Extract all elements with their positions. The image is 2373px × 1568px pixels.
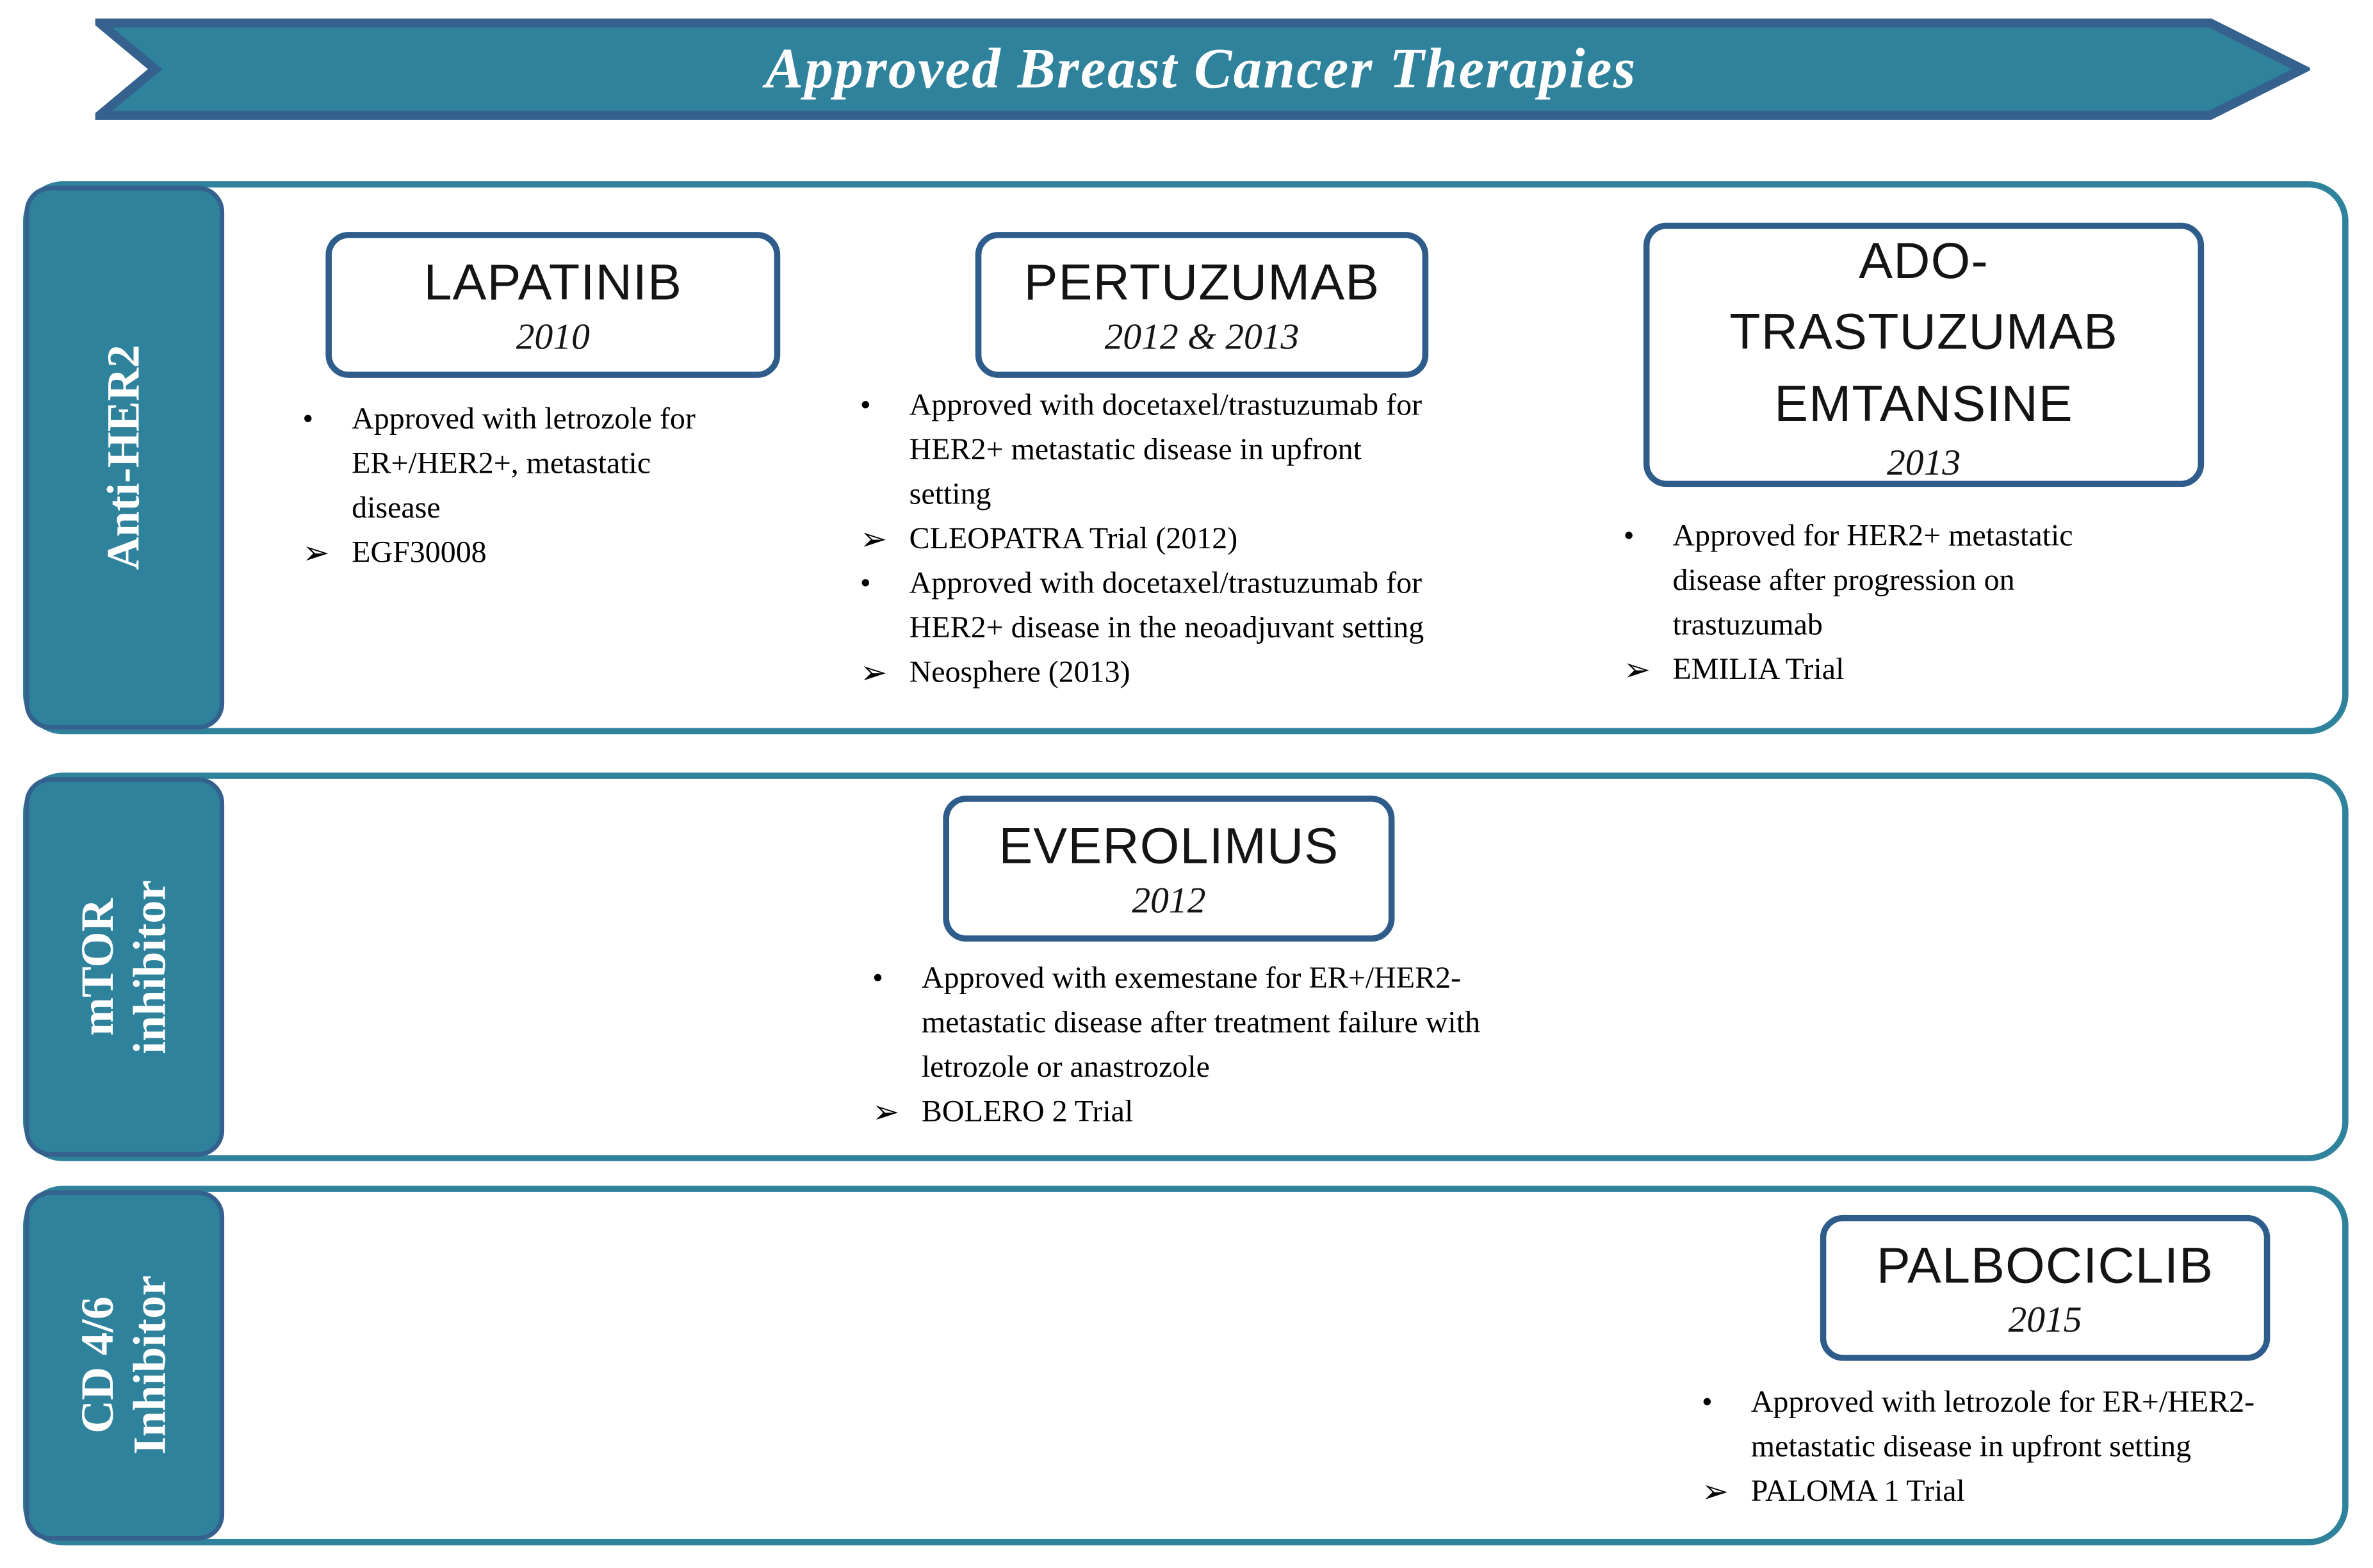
bullet-text: Approved with letrozole for ER+/HER2+, m… bbox=[352, 402, 696, 526]
trial-text: PALOMA 1 Trial bbox=[1750, 1474, 1965, 1508]
bullet-icon: • bbox=[1623, 519, 1635, 553]
bullet-item: • Approved with docetaxel/trastuzumab fo… bbox=[860, 384, 1450, 518]
drug-title-box-palbociclib: PALBOCICLIB 2015 bbox=[1820, 1214, 2271, 1361]
bullet-list-palbociclib: • Approved with letrozole for ER+/HER2- … bbox=[1702, 1381, 2292, 1515]
arrow-icon: ➢ bbox=[860, 520, 888, 558]
arrow-icon: ➢ bbox=[1702, 1473, 1729, 1510]
bullet-text: Approved for HER2+ metastatic disease af… bbox=[1672, 519, 2073, 642]
trial-text: Neosphere (2013) bbox=[909, 655, 1130, 690]
row-label-text: CD 4/6 Inhibitor bbox=[72, 1275, 175, 1455]
drug-year: 2012 & 2013 bbox=[1104, 318, 1300, 358]
drug-name: EVEROLIMUS bbox=[999, 816, 1339, 874]
drug-year: 2015 bbox=[2008, 1301, 2082, 1341]
trial-text: BOLERO 2 Trial bbox=[921, 1095, 1134, 1129]
drug-year: 2013 bbox=[1887, 444, 1961, 484]
bullet-item: • Approved with docetaxel/trastuzumab fo… bbox=[860, 562, 1450, 651]
arrow-item: ➢ CLEOPATRA Trial (2012) bbox=[860, 518, 1450, 562]
arrow-item: ➢ EGF30008 bbox=[302, 532, 738, 576]
trial-text: CLEOPATRA Trial (2012) bbox=[909, 522, 1238, 557]
bullet-text: Approved with letrozole for ER+/HER2- me… bbox=[1750, 1385, 2255, 1464]
drug-title-box-pertuzumab: PERTUZUMAB 2012 & 2013 bbox=[975, 232, 1429, 378]
bullet-list-ado-trastuzumab-emtansine: • Approved for HER2+ metastatic disease … bbox=[1624, 514, 2115, 692]
page-title: Approved Breast Cancer Therapies bbox=[765, 38, 1637, 102]
drug-title-box-everolimus: EVEROLIMUS 2012 bbox=[943, 796, 1395, 942]
drug-title-box-ado-trastuzumab-emtansine: ADO-TRASTUZUMAB EMTANSINE 2013 bbox=[1643, 222, 2205, 487]
bullet-icon: • bbox=[872, 961, 883, 995]
row-label-anti-her2: Anti-HER2 bbox=[24, 186, 225, 730]
row-label-mtor-inhibitor: mTOR inhibitor bbox=[24, 777, 225, 1157]
drug-name: PERTUZUMAB bbox=[1023, 252, 1380, 310]
drug-title-box-lapatinib: LAPATINIB 2010 bbox=[325, 232, 781, 378]
arrow-item: ➢ Neosphere (2013) bbox=[860, 651, 1450, 696]
drug-name: ADO-TRASTUZUMAB EMTANSINE bbox=[1729, 231, 2118, 432]
arrow-icon: ➢ bbox=[860, 654, 888, 692]
bullet-item: • Approved with letrozole for ER+/HER2+,… bbox=[302, 398, 738, 532]
row-label-cd46-inhibitor: CD 4/6 Inhibitor bbox=[24, 1190, 225, 1541]
banner-ribbon bbox=[95, 18, 2310, 120]
trial-text: EMILIA Trial bbox=[1672, 653, 1845, 687]
arrow-icon: ➢ bbox=[302, 534, 330, 572]
arrow-item: ➢ BOLERO 2 Trial bbox=[872, 1091, 1493, 1136]
row-label-text: Anti-HER2 bbox=[98, 345, 150, 571]
arrow-icon: ➢ bbox=[872, 1093, 900, 1131]
drug-year: 2010 bbox=[516, 318, 590, 358]
arrow-icon: ➢ bbox=[1623, 651, 1651, 689]
bullet-item: • Approved with letrozole for ER+/HER2- … bbox=[1702, 1381, 2292, 1470]
bullet-text: Approved with docetaxel/trastuzumab for … bbox=[909, 566, 1424, 646]
bullet-icon: • bbox=[860, 388, 871, 423]
banner-ribbon-shape bbox=[95, 18, 2310, 120]
arrow-item: ➢ PALOMA 1 Trial bbox=[1702, 1470, 2292, 1515]
drug-name: PALBOCICLIB bbox=[1876, 1236, 2214, 1293]
bullet-list-everolimus: • Approved with exemestane for ER+/HER2-… bbox=[872, 957, 1493, 1135]
arrow-item: ➢ EMILIA Trial bbox=[1624, 648, 2115, 693]
bullet-item: • Approved with exemestane for ER+/HER2-… bbox=[872, 957, 1493, 1091]
drug-year: 2012 bbox=[1132, 881, 1206, 922]
bullet-icon: • bbox=[1702, 1385, 1713, 1419]
drug-name: LAPATINIB bbox=[423, 252, 683, 310]
bullet-icon: • bbox=[860, 566, 871, 601]
bullet-list-lapatinib: • Approved with letrozole for ER+/HER2+,… bbox=[302, 398, 738, 576]
bullet-text: Approved with docetaxel/trastuzumab for … bbox=[909, 388, 1423, 512]
trial-text: EGF30008 bbox=[352, 535, 487, 570]
bullet-icon: • bbox=[302, 402, 314, 437]
bullet-list-pertuzumab: • Approved with docetaxel/trastuzumab fo… bbox=[860, 384, 1450, 696]
row-label-text: mTOR inhibitor bbox=[72, 879, 175, 1054]
bullet-item: • Approved for HER2+ metastatic disease … bbox=[1624, 514, 2115, 648]
bullet-text: Approved with exemestane for ER+/HER2- m… bbox=[921, 961, 1481, 1085]
